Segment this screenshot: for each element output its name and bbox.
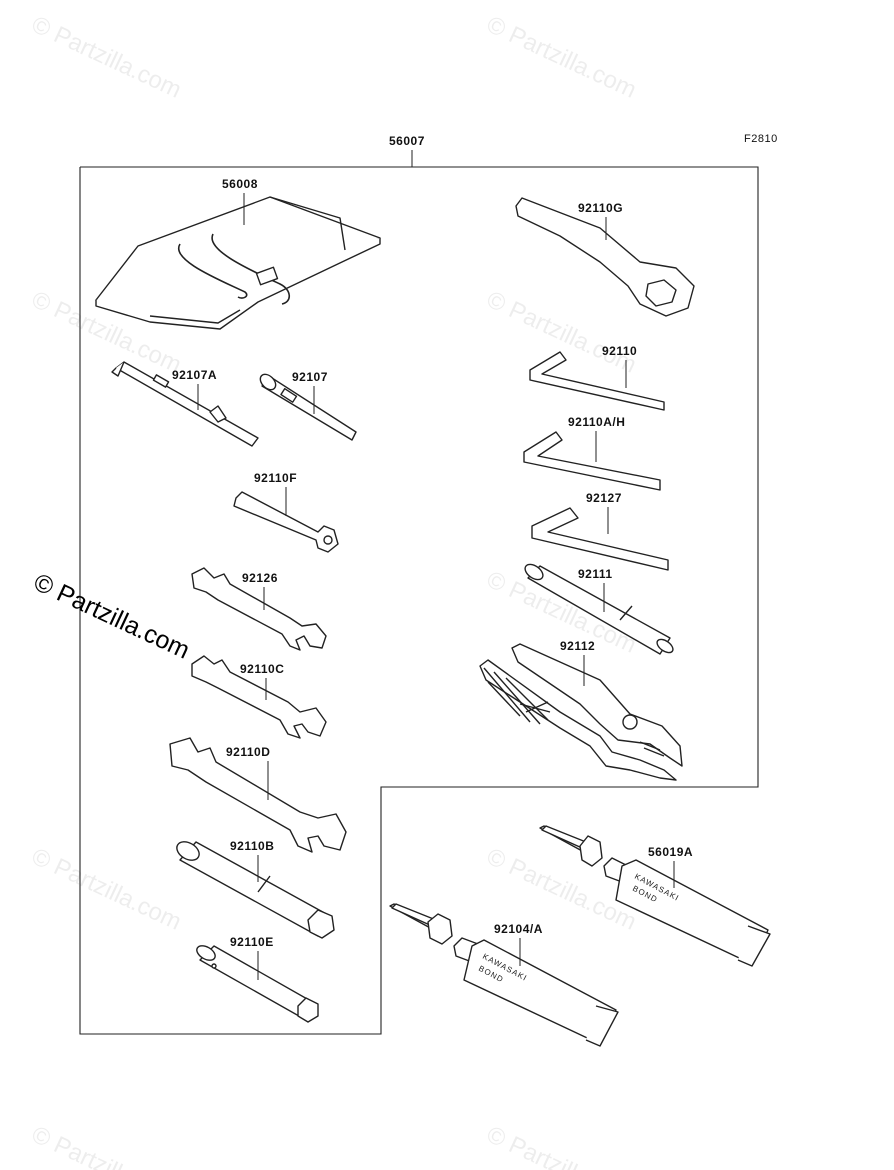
label-92127: 92127 [586,491,622,505]
watermark-tile-4: © Partzilla.com [482,286,640,379]
label-92110c: 92110C [240,662,284,676]
label-56019a: 56019A [648,845,693,859]
box-wrench-92110b [176,841,335,939]
box-wrench-92110e [196,945,319,1023]
watermark-tile-1: © Partzilla.com [27,11,185,104]
label-92110f: 92110F [254,471,297,485]
ring-spanner-92110g [515,197,695,317]
label-92110: 92110 [602,344,637,358]
label-92110b: 92110B [230,839,274,853]
figure-code: F2810 [744,133,778,145]
wrench-92110c [191,655,327,739]
watermark-tile-2: © Partzilla.com [482,11,640,104]
pliers-92112 [479,643,683,781]
label-92112: 92112 [560,639,595,653]
hex-key-92110 [529,351,665,411]
label-92126: 92126 [242,571,278,585]
label-92107a: 92107A [172,368,217,382]
kit-frame [79,166,759,1035]
label-92111: 92111 [578,567,613,581]
screwdriver-92107a [111,361,259,447]
wrench-92126 [191,567,327,651]
watermark-main: © Partzilla.com [29,568,194,665]
hex-key-92127 [531,507,669,571]
label-92104a: 92104/A [494,922,543,936]
watermark-tile-8: © Partzilla.com [27,1121,185,1170]
hex-key-92110ah [523,431,661,491]
label-92110d: 92110D [226,745,270,759]
assembly-label: 56007 [389,134,425,148]
label-92107: 92107 [292,370,328,384]
label-56008: 56008 [222,177,258,191]
label-92110e: 92110E [230,935,274,949]
tool-bag [95,196,381,330]
label-92110ah: 92110A/H [568,415,625,429]
handle-92111 [524,563,674,655]
bond-tube-92104a [389,903,619,1047]
label-92110g: 92110G [578,201,623,215]
wrench-92110d [169,737,347,853]
screwdriver-92107 [259,373,357,441]
watermark-tile-6: © Partzilla.com [27,843,185,936]
bond-tube-56019a [539,825,771,967]
watermark-tile-9: © Partzilla.com [482,1121,640,1170]
wrench-92110f [233,491,339,553]
